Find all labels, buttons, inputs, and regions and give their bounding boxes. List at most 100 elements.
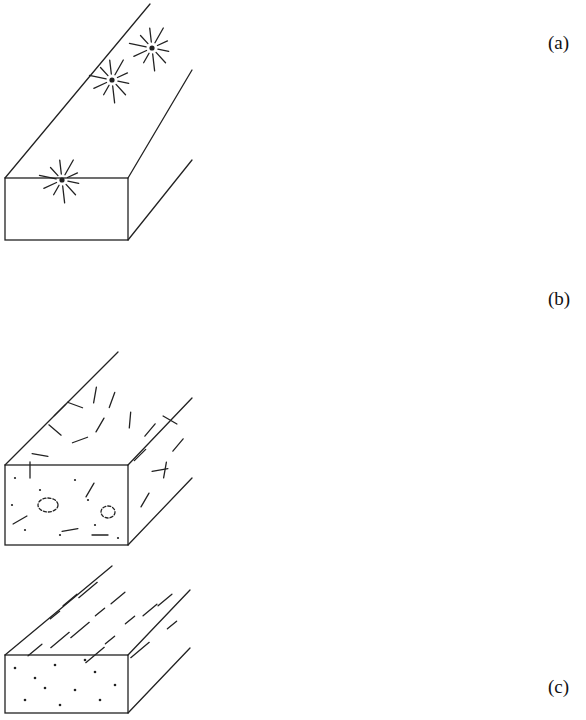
aligned-fibers — [14, 582, 177, 706]
radial-lamella — [65, 160, 73, 175]
radial-lamella — [117, 73, 127, 78]
radial-lamella — [155, 28, 163, 43]
fiber-end — [38, 498, 58, 512]
radial-lamella — [115, 60, 123, 75]
radial-lamella — [67, 173, 77, 178]
radial-lamella — [51, 167, 58, 175]
nucleus-dot — [109, 77, 114, 82]
fiber-end — [59, 704, 62, 707]
fiber-end — [87, 499, 89, 501]
nucleus-dot — [149, 45, 154, 50]
radial-lamella — [144, 53, 149, 63]
radial-lamella — [44, 182, 57, 188]
radial-lamella — [156, 52, 165, 62]
fiber-end — [114, 684, 117, 687]
fiber-end — [99, 699, 102, 702]
radial-lamella — [153, 54, 155, 71]
radial-lamella — [66, 184, 75, 194]
top-edge — [5, 566, 112, 655]
top-edge — [5, 352, 118, 465]
spherulite-block — [5, 4, 192, 240]
fiber — [72, 437, 87, 442]
radial-lamella — [94, 82, 107, 88]
fiber-end — [74, 479, 76, 481]
radial-lamella — [104, 85, 109, 95]
fiber — [152, 469, 168, 472]
radial-lamella — [39, 175, 56, 178]
fiber — [134, 449, 145, 460]
front-face — [5, 465, 128, 545]
nucleus-dot — [59, 177, 64, 182]
fiber — [125, 616, 134, 624]
fiber-end — [59, 534, 61, 536]
fiber — [67, 402, 82, 407]
fiber — [95, 608, 104, 616]
fiber — [129, 412, 130, 428]
fiber-end — [24, 699, 27, 702]
fiber — [50, 611, 59, 619]
radial-lamella — [63, 186, 65, 203]
fiber — [79, 582, 97, 597]
fiber — [96, 418, 104, 432]
radial-lamella — [110, 60, 112, 74]
fiber-end — [74, 689, 77, 692]
fiber — [54, 404, 65, 415]
radial-lamella — [157, 41, 167, 46]
fiber-end — [117, 537, 119, 539]
radial-lamella — [158, 49, 169, 51]
fiber — [131, 642, 149, 657]
panel-label: (b) — [548, 288, 570, 310]
panel-label: (a) — [548, 32, 569, 54]
radial-lamella — [113, 86, 115, 103]
fiber — [158, 594, 172, 606]
radial-lamella — [101, 67, 108, 75]
fiber-end — [44, 687, 47, 690]
radial-lamella — [68, 181, 79, 183]
radial-lamella — [89, 75, 106, 78]
top-edge — [128, 590, 190, 655]
fiber — [62, 529, 78, 532]
panel-label: (c) — [548, 676, 569, 698]
radial-lamella — [129, 43, 146, 46]
fiber — [173, 439, 183, 451]
fiber-end — [14, 667, 17, 670]
aligned-fiber-block — [5, 566, 190, 713]
fiber — [141, 493, 149, 507]
spherulites — [39, 28, 168, 203]
fiber — [28, 644, 42, 656]
fiber-end — [84, 659, 87, 662]
fiber — [32, 454, 48, 457]
radial-lamella — [141, 35, 148, 43]
fiber — [143, 604, 157, 616]
radial-lamella — [150, 28, 152, 42]
random-fibers — [11, 387, 183, 539]
fiber — [163, 416, 177, 424]
fiber-end — [34, 677, 37, 680]
fiber-end — [11, 504, 13, 506]
fiber-end — [101, 506, 115, 518]
fiber — [105, 636, 114, 644]
fiber — [145, 424, 155, 436]
fiber — [71, 622, 89, 637]
fiber — [109, 392, 114, 407]
radial-lamella — [54, 185, 59, 195]
fiber — [94, 387, 97, 403]
radial-lamella — [118, 81, 129, 83]
fiber — [92, 534, 108, 535]
fiber-end — [94, 524, 96, 526]
radial-lamella — [134, 50, 147, 56]
top-edge — [128, 70, 192, 178]
top-edge — [5, 4, 150, 178]
radial-lamella — [116, 84, 125, 94]
fiber-end — [39, 489, 41, 491]
front-face — [5, 655, 128, 713]
fiber-end — [94, 671, 97, 674]
fiber — [51, 632, 69, 647]
side-edge — [128, 160, 192, 240]
fiber — [86, 647, 104, 662]
front-face — [5, 178, 128, 240]
side-edge — [128, 648, 190, 713]
top-edge — [128, 398, 192, 465]
fiber — [164, 462, 167, 478]
